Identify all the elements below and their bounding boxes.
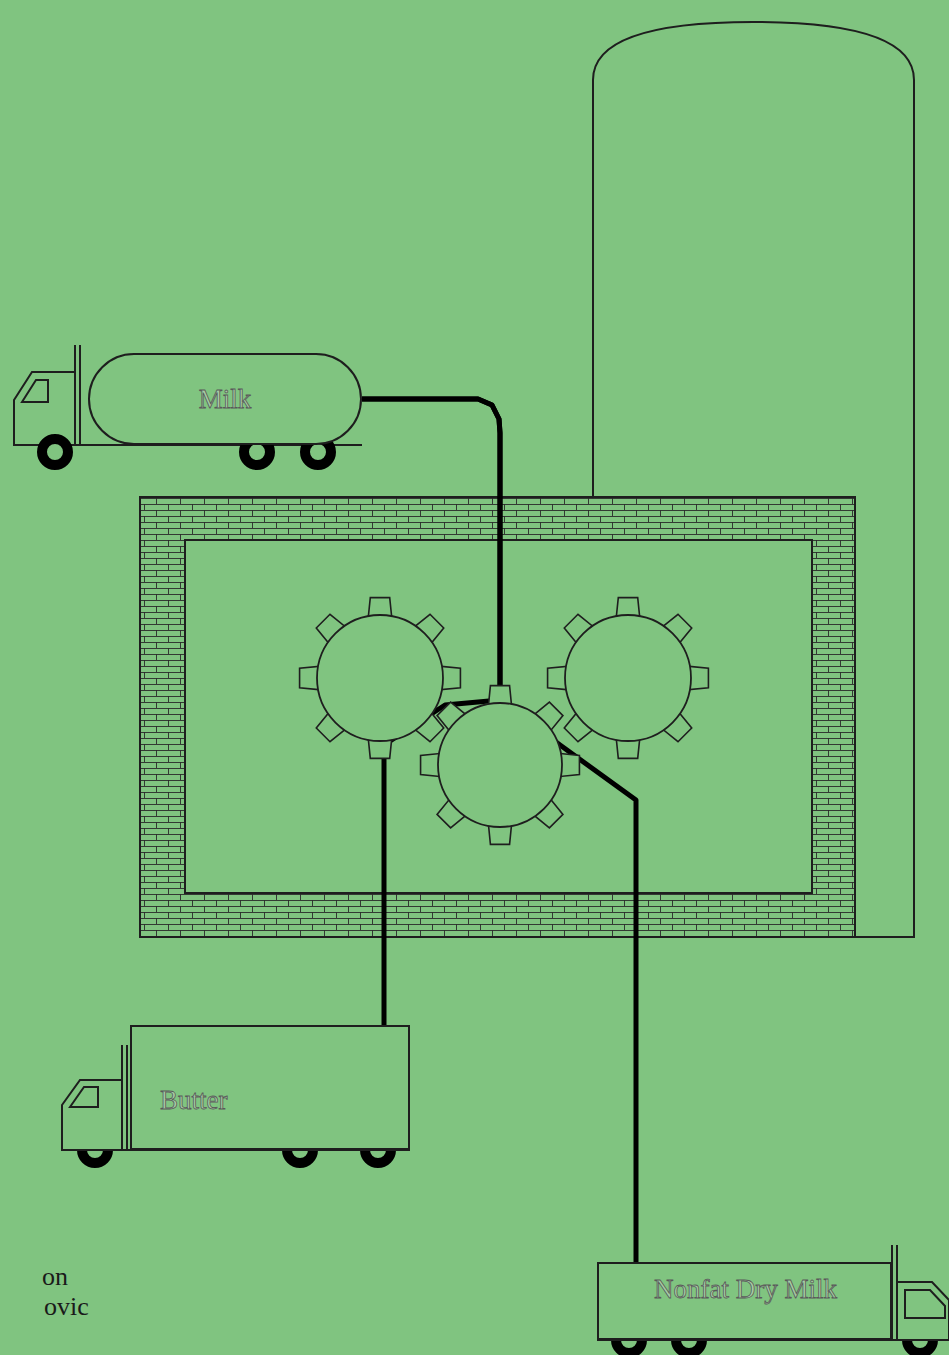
milk-tank: Milk bbox=[88, 353, 362, 445]
milk-truck-cab bbox=[14, 345, 362, 445]
gear bbox=[421, 686, 580, 845]
gear bbox=[300, 598, 461, 759]
nonfat-dry-milk-label: Nonfat Dry Milk bbox=[627, 1274, 837, 1304]
gear bbox=[548, 598, 709, 759]
truck-wheels bbox=[42, 439, 933, 1353]
nonfat-truck-cab bbox=[597, 1245, 949, 1340]
gear-wheel bbox=[317, 615, 443, 741]
milk-label: Milk bbox=[199, 384, 252, 414]
butter-label: Butter bbox=[160, 1085, 228, 1115]
gear-wheel bbox=[438, 703, 562, 827]
nonfat-dry-milk-truck-box: Nonfat Dry Milk bbox=[597, 1262, 892, 1340]
gear-wheel bbox=[565, 615, 691, 741]
author-fragment: ovic bbox=[44, 1292, 89, 1322]
author-fragment: on bbox=[42, 1262, 68, 1292]
butter-truck-box: Butter bbox=[130, 1025, 410, 1150]
